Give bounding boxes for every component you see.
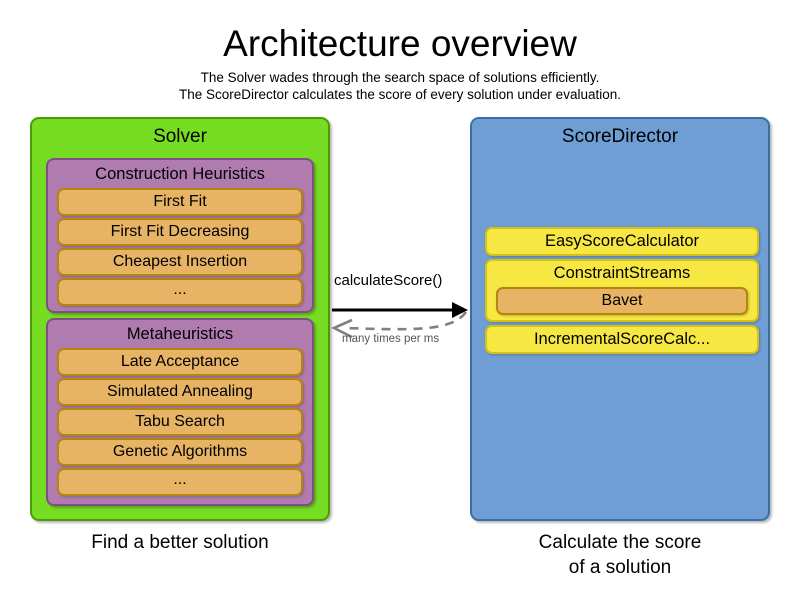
easy-score-calculator-box[interactable]: EasyScoreCalculator [485, 227, 759, 256]
page-subtitle: The Solver wades through the search spac… [0, 69, 800, 103]
subtitle-line-1: The Solver wades through the search spac… [200, 70, 600, 85]
scoredirector-panel-title: ScoreDirector [561, 126, 679, 147]
arrow-right-icon [332, 302, 468, 318]
list-item[interactable]: Cheapest Insertion [57, 248, 303, 276]
metaheuristics-title: Metaheuristics [126, 325, 234, 343]
list-item[interactable]: Tabu Search [57, 408, 303, 436]
constraint-streams-box[interactable]: ConstraintStreams Bavet [485, 259, 759, 322]
scoredirector-caption-line-1: Calculate the score [538, 532, 702, 553]
metaheuristics-group: Metaheuristics Late Acceptance Simulated… [46, 318, 314, 506]
list-item[interactable]: ... [57, 278, 303, 306]
score-calculator-stack: EasyScoreCalculator ConstraintStreams Ba… [485, 227, 759, 357]
scoredirector-caption-line-2: of a solution [568, 557, 672, 578]
bavet-box[interactable]: Bavet [496, 287, 748, 315]
solver-caption: Find a better solution [91, 532, 269, 553]
metaheuristics-item-list: Late Acceptance Simulated Annealing Tabu… [57, 348, 303, 498]
page-title: Architecture overview [223, 23, 577, 64]
many-times-per-ms-arrow-label: many times per ms [342, 333, 440, 345]
list-item[interactable]: First Fit Decreasing [57, 218, 303, 246]
list-item[interactable]: Late Acceptance [57, 348, 303, 376]
construction-heuristics-item-list: First Fit First Fit Decreasing Cheapest … [57, 188, 303, 308]
list-item[interactable]: Genetic Algorithms [57, 438, 303, 466]
constraint-streams-label: ConstraintStreams [553, 264, 691, 282]
page-header: Architecture overview The Solver wades t… [0, 22, 800, 103]
solver-panel-title: Solver [153, 126, 207, 147]
list-item[interactable]: Simulated Annealing [57, 378, 303, 406]
incremental-score-calculator-box[interactable]: IncrementalScoreCalc... [485, 325, 759, 354]
list-item[interactable]: ... [57, 468, 303, 496]
solver-panel: Solver Construction Heuristics First Fit… [30, 117, 330, 521]
scoredirector-panel: ScoreDirector EasyScoreCalculator Constr… [470, 117, 770, 521]
construction-heuristics-title: Construction Heuristics [95, 165, 265, 183]
subtitle-line-2: The ScoreDirector calculates the score o… [179, 87, 621, 102]
construction-heuristics-group: Construction Heuristics First Fit First … [46, 158, 314, 313]
scoredirector-caption: Calculate the score of a solution [470, 530, 770, 580]
list-item[interactable]: First Fit [57, 188, 303, 216]
calculate-score-arrow-label: calculateScore() [334, 272, 443, 289]
